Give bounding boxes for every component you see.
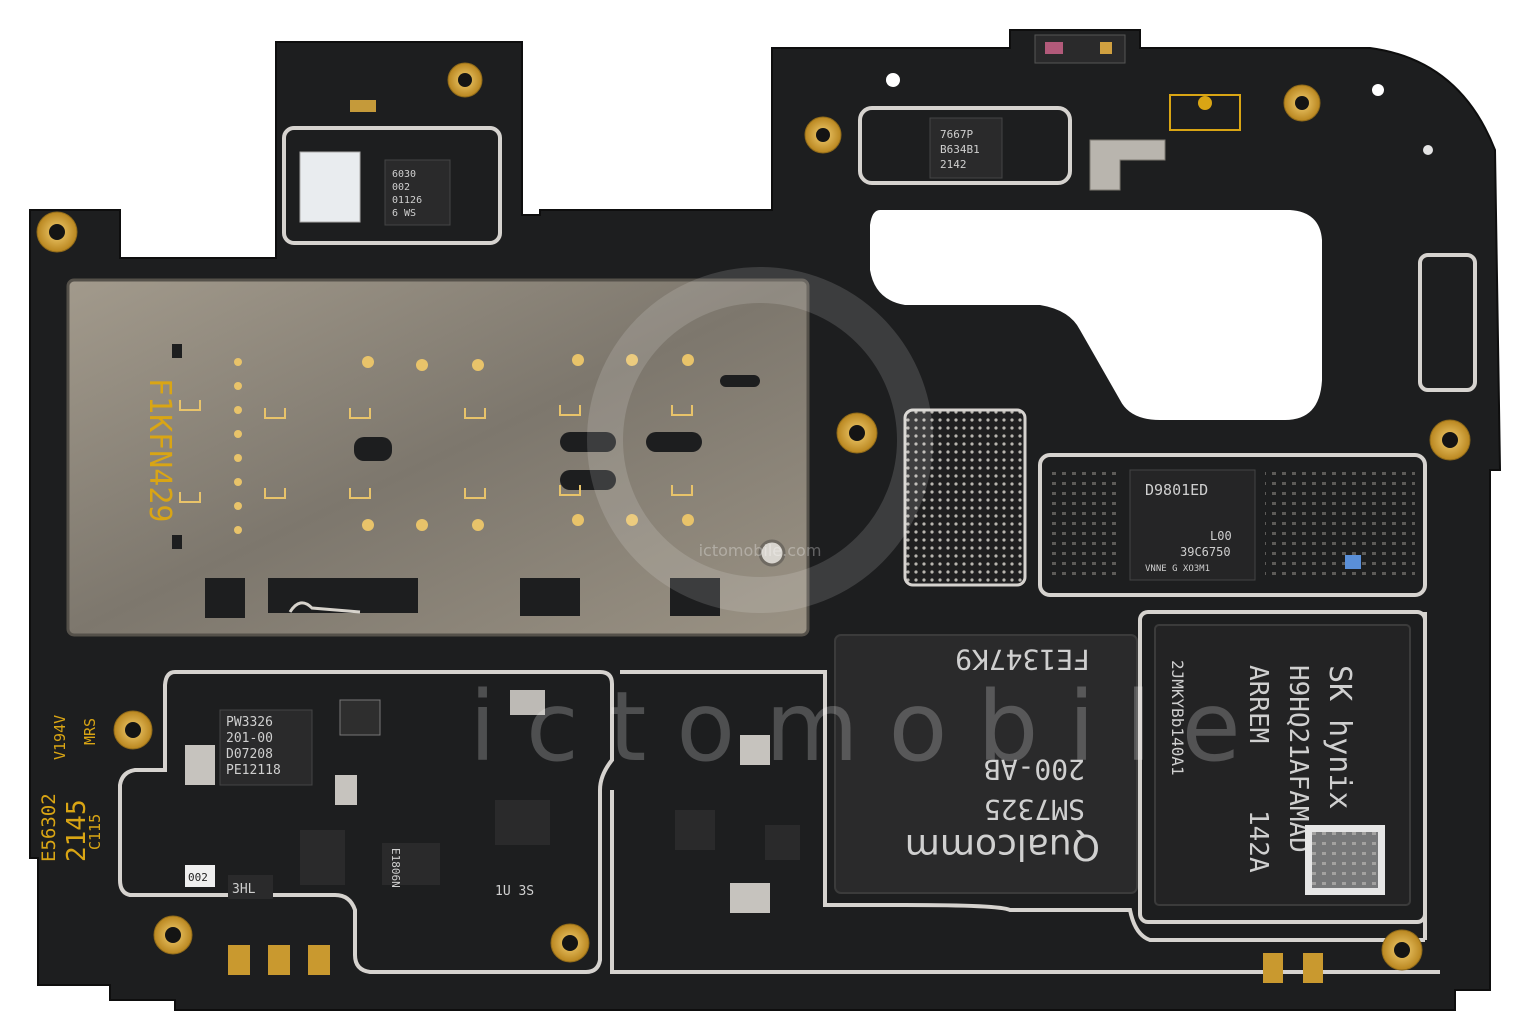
sim-tray-shield	[66, 278, 810, 637]
memory-part: H9HQ21AFAMAD	[1283, 665, 1313, 853]
memory-line-4: 142A	[1243, 810, 1273, 873]
chip-right-line-1: D9801ED	[1145, 481, 1208, 499]
lower-mid-shield	[610, 612, 1440, 974]
pmic-chip	[219, 709, 313, 786]
board-cutout	[870, 210, 1322, 420]
chip-top-1-line-2: 002	[392, 182, 410, 193]
soc-code: FE1347K9	[955, 643, 1090, 676]
sim-tray-label: F1KFN429	[142, 378, 177, 523]
chip-right-line-4: VNNE G XO3M1	[1145, 564, 1210, 574]
chip-top-1	[384, 159, 451, 226]
watermark-url: ictomobile.com	[699, 541, 822, 560]
memory-line-3: ARREM	[1243, 665, 1273, 743]
chip-top-1-line-4: 6 WS	[392, 208, 416, 219]
soc-chip	[834, 634, 1138, 894]
pmic-line-4: PE12118	[226, 763, 281, 778]
board-code-1: E56302	[38, 793, 60, 862]
pmic-line-2: 201-00	[226, 731, 273, 746]
chip-top-2-line-2: B634B1	[940, 143, 980, 156]
chip-right	[1129, 469, 1256, 581]
board-code-2: 2145	[62, 799, 92, 862]
board-code-5: MRS	[81, 718, 99, 745]
board-code-3: C115	[86, 814, 104, 850]
sim-contacts	[234, 354, 694, 534]
watermark-text: ictomobile	[469, 671, 1270, 783]
bottom-pads	[228, 945, 1323, 983]
small-chip-label-2: 3HL	[232, 882, 256, 897]
small-chip-label-1: 002	[188, 871, 208, 884]
chip-right-line-2: L00	[1210, 529, 1232, 543]
pmic-line-3: D07208	[226, 747, 273, 762]
memory-brand: SK hynix	[1322, 665, 1357, 810]
chip-top-1-line-1: 6030	[392, 169, 416, 180]
soc-rev: 200-AB	[984, 753, 1085, 786]
pmic-shield	[118, 670, 614, 974]
watermark-logo	[587, 267, 933, 613]
small-chip-label-4: 1U 3S	[495, 884, 534, 899]
chip-top-2-line-3: 2142	[940, 158, 967, 171]
rf-module	[1038, 453, 1427, 597]
top-middle-module	[858, 106, 1072, 185]
chip-top-1-line-3: 01126	[392, 195, 422, 206]
chip-right-line-3: 39C6750	[1180, 545, 1231, 559]
top-left-module	[282, 126, 502, 245]
chip-top-2-line-1: 7667P	[940, 128, 973, 141]
small-chip-label-3: E1806N	[389, 848, 402, 888]
soc-brand: Qualcomm	[905, 826, 1100, 867]
chip-top-2	[929, 117, 1003, 179]
memory-line-5: 2JMKYBb140A1	[1168, 660, 1187, 776]
board-code-4: V194V	[51, 715, 69, 760]
bga-area	[903, 408, 1027, 587]
pmic-line-1: PW3326	[226, 715, 273, 730]
soc-model: SM7325	[984, 793, 1085, 826]
right-small-module	[1418, 253, 1477, 392]
